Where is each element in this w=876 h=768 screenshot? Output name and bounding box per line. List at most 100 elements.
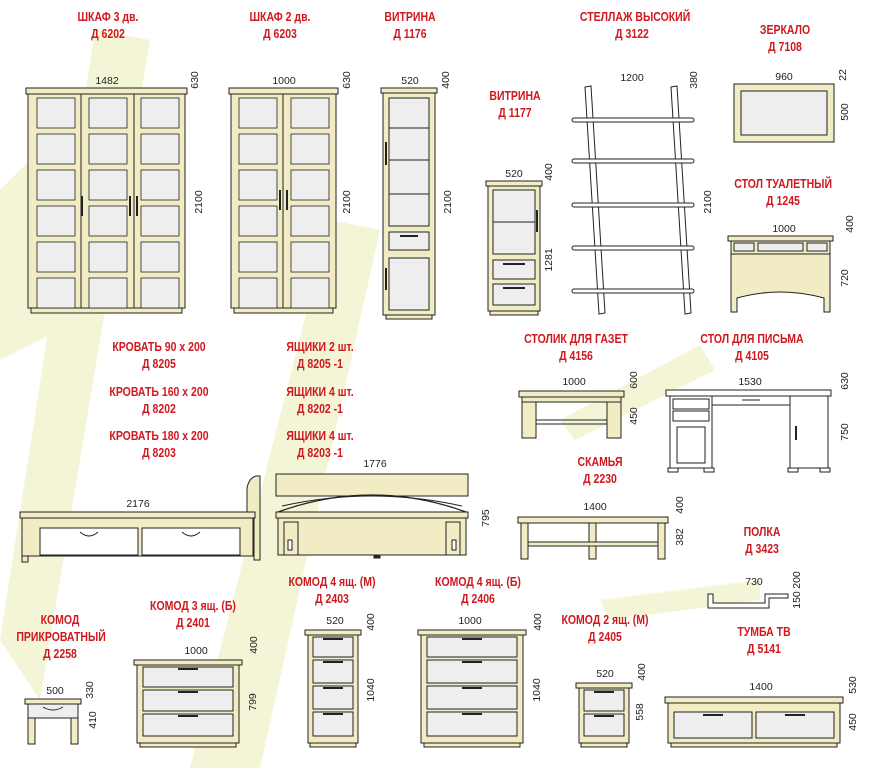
shelf-width: 730 (745, 576, 763, 588)
glass-panel (88, 205, 128, 237)
label-wardrobe-2-door: ШКАФ 2 дв. Д 6203 (246, 9, 313, 43)
vitrina1176-height: 2100 (442, 190, 454, 214)
dressing-table-height: 720 (839, 269, 851, 287)
label-bed-180: КРОВАТЬ 180 х 200 Д 8203 (106, 428, 212, 462)
product-code: Д 7108 (768, 40, 802, 54)
product-name: КРОВАТЬ 180 х 200 (109, 429, 209, 443)
product-code: Д 6202 (91, 27, 125, 41)
label-bedside-chest: КОМОД ПРИКРОВАТНЫЙ Д 2258 (16, 612, 106, 663)
wardrobe2-depth: 630 (341, 71, 353, 89)
glass-panel (140, 277, 180, 309)
bed-drawer-handle (79, 531, 99, 537)
writing-desk-foot (787, 467, 799, 473)
vitrina1176-glass (388, 97, 430, 227)
glass-panel (290, 205, 330, 237)
vitrina1177-drawer (492, 259, 536, 280)
wardrobe3-top (25, 87, 188, 95)
shelf-depth: 200 (791, 571, 803, 589)
dressing-table-drawer (806, 242, 828, 252)
product-code: Д 6203 (263, 27, 297, 41)
bed-front-detail (287, 539, 293, 551)
shelving-shelf (571, 117, 695, 123)
product-name: ВИТРИНА (384, 10, 436, 24)
product-name: КОМОД 4 ящ. (Б) (435, 575, 521, 589)
chest2m-width: 520 (596, 668, 614, 680)
newspaper-table-depth: 600 (628, 371, 640, 389)
writing-desk-height: 750 (839, 423, 851, 441)
product-name: КОМОД 2 ящ. (М) (561, 613, 649, 627)
glass-panel (140, 205, 180, 237)
bench-top (517, 516, 669, 524)
ray-3 (560, 345, 715, 440)
bench-height: 382 (674, 528, 686, 546)
glass-panel (88, 97, 128, 129)
wardrobe2-glass-panels (238, 97, 330, 309)
shelving-shelf (571, 288, 695, 294)
vitrina1177-height: 1281 (543, 248, 555, 272)
newspaper-table-apron (521, 396, 622, 403)
wardrobe2-height: 2100 (341, 190, 353, 214)
product-name: ТУМБА ТВ (737, 625, 791, 639)
chest3-width: 1000 (184, 645, 208, 657)
glass-panel (140, 241, 180, 273)
product-code: Д 5141 (747, 642, 781, 656)
chest4b-drawer (426, 711, 518, 737)
bed-drawer-handle (181, 531, 201, 537)
ray-4 (600, 580, 760, 620)
bed-headboard (246, 475, 261, 561)
chest4m-depth: 400 (365, 613, 377, 631)
product-name: КРОВАТЬ 90 х 200 (112, 340, 206, 354)
bedside-chest-drawing (24, 698, 82, 745)
dressing-table-width: 1000 (772, 223, 796, 235)
bed-drawer (39, 527, 139, 556)
bed-front-curve-inner (281, 495, 463, 507)
chest4m-top (304, 629, 362, 636)
glass-panel (36, 169, 76, 201)
writing-desk-foot (703, 467, 715, 473)
product-name: ШКАФ 2 дв. (249, 10, 311, 24)
bedside-top (24, 698, 82, 705)
bedside-drawer-handle (42, 706, 64, 711)
glass-panel (238, 133, 278, 165)
shelving-height: 2100 (702, 190, 714, 214)
label-drawers-4b: ЯЩИКИ 4 шт. Д 8203 -1 (278, 428, 362, 462)
product-name: ШКАФ 3 дв. (77, 10, 139, 24)
product-name: СТОЛИК ДЛЯ ГАЗЕТ (524, 332, 628, 346)
product-name: СТЕЛЛАЖ ВЫСОКИЙ (579, 10, 691, 24)
bed-side-drawing (19, 475, 261, 563)
product-code: Д 1177 (498, 106, 532, 120)
chest4b-plinth (423, 742, 521, 748)
product-name: СТОЛ ДЛЯ ПИСЬМА (700, 332, 804, 346)
chest3-drawer (142, 689, 234, 712)
vitrina1176-top (380, 87, 438, 94)
product-name-line1: КОМОД (40, 613, 80, 627)
label-bench: СКАМЬЯ Д 2230 (566, 454, 633, 488)
chest4m-width: 520 (326, 615, 344, 627)
bench-width: 1400 (583, 501, 607, 513)
glass-panel (290, 133, 330, 165)
label-writing-desk: СТОЛ ДЛЯ ПИСЬМА Д 4105 (698, 331, 806, 365)
product-name-line2: ПРИКРОВАТНЫЙ (16, 630, 106, 644)
wardrobe3-plinth (30, 307, 183, 314)
glass-panel (36, 241, 76, 273)
product-name: ЯЩИКИ 4 шт. (286, 385, 354, 399)
tv-stand-depth: 530 (847, 676, 859, 694)
bed-rail-top (19, 511, 256, 519)
writing-desk-foot (667, 467, 679, 473)
tv-stand-drawing (664, 696, 844, 748)
newspaper-table-leg (606, 401, 622, 439)
chest2m-top (575, 682, 633, 689)
product-code: Д 3122 (615, 27, 649, 41)
tv-stand-plinth (670, 742, 838, 748)
bed-front-curve (277, 494, 467, 513)
product-code: Д 4156 (559, 349, 593, 363)
chest4b-width: 1000 (458, 615, 482, 627)
bed-height: 795 (480, 509, 492, 527)
newspaper-table-height: 450 (628, 407, 640, 425)
label-tv-stand: ТУМБА ТВ Д 5141 (730, 624, 797, 658)
mirror-glass (740, 90, 828, 136)
bedside-leg (27, 717, 36, 745)
chest3-top (133, 659, 243, 666)
label-dressing-table: СТОЛ ТУАЛЕТНЫЙ Д 1245 (734, 176, 832, 210)
